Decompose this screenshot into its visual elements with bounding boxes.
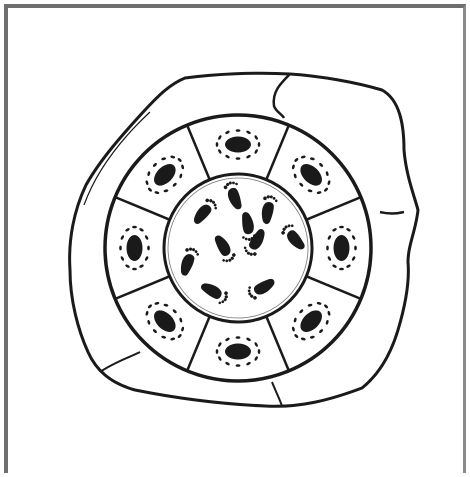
cell-dot (236, 157, 241, 160)
cell-dot (216, 142, 219, 147)
cell-dot (236, 336, 241, 339)
stone-crack (100, 352, 140, 372)
cell-dot (258, 349, 261, 354)
cell-dot (236, 129, 241, 132)
cell-dot (132, 226, 137, 229)
cell-dot (354, 246, 357, 251)
cell-dot (326, 246, 329, 251)
cell-oval (225, 137, 251, 153)
cell-oval (334, 235, 350, 261)
cell-oval (225, 344, 251, 360)
cell-oval (127, 235, 143, 261)
cell-dot (258, 142, 261, 147)
stone-crack (272, 382, 282, 406)
stone-crack (274, 74, 290, 118)
stone-crack (380, 212, 404, 214)
cell-dot (119, 246, 122, 251)
cell-dot (216, 349, 219, 354)
cell-dot (147, 246, 150, 251)
cell-dot (132, 268, 137, 271)
cell-dot (236, 364, 241, 367)
cell-dot (339, 268, 344, 271)
cell-dot (339, 226, 344, 229)
